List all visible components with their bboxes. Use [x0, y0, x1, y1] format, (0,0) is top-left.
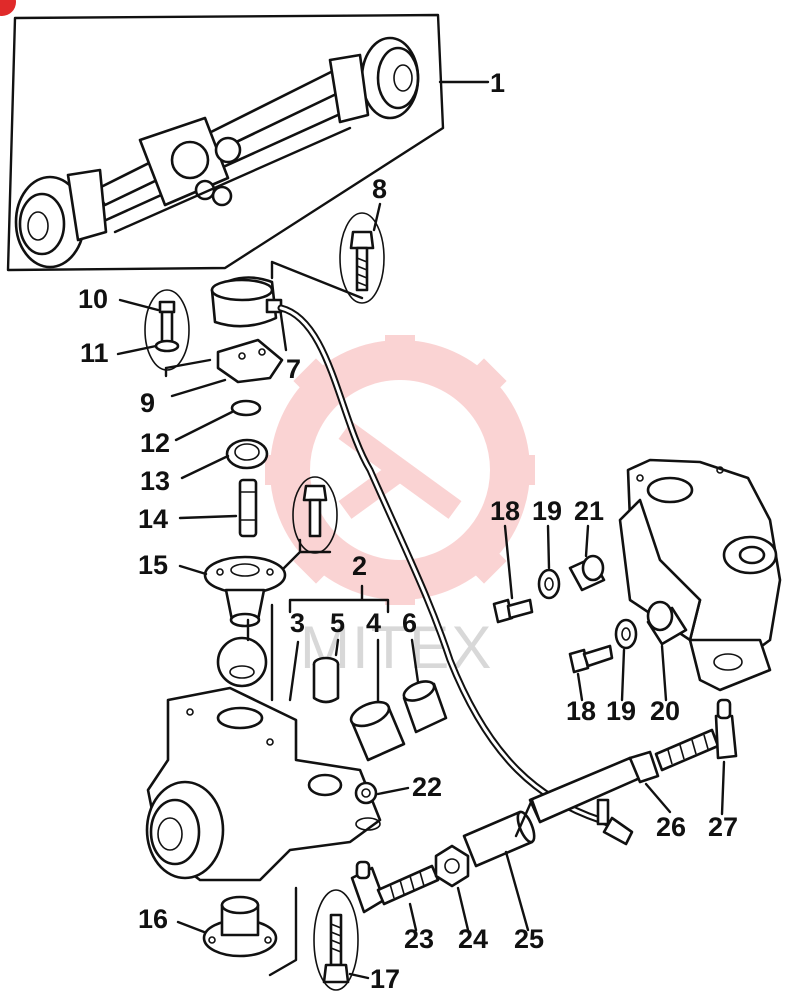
bushing-21	[568, 554, 606, 592]
rod-26	[528, 728, 720, 824]
label-3: 3	[290, 608, 305, 638]
label-17: 17	[370, 964, 400, 994]
label-1: 1	[490, 68, 505, 98]
label-4: 4	[366, 608, 381, 638]
label-6: 6	[402, 608, 417, 638]
label-27: 27	[708, 812, 738, 842]
tie-rod-end-23	[350, 860, 440, 914]
bushing-5	[312, 656, 340, 704]
bolt-18-lower	[568, 644, 614, 674]
watermark-gear-icon	[265, 335, 535, 605]
label-15: 15	[138, 550, 168, 580]
label-22: 22	[412, 772, 442, 802]
cap-9	[216, 338, 284, 384]
tube-25	[462, 810, 536, 868]
pin-14	[238, 478, 258, 538]
label-19-upper: 19	[532, 496, 562, 526]
axle-assembly	[6, 13, 445, 272]
corner-badge	[0, 0, 16, 16]
label-25: 25	[514, 924, 544, 954]
label-7: 7	[286, 354, 301, 384]
bolt-10	[144, 289, 190, 371]
bolt-8	[339, 212, 385, 304]
label-19-lower: 19	[606, 696, 636, 726]
bushing-20	[646, 600, 688, 646]
label-10: 10	[78, 284, 108, 314]
label-16: 16	[138, 904, 168, 934]
axle-outline-box	[6, 13, 445, 272]
washer-19-upper	[537, 568, 561, 600]
washer-19-lower	[614, 618, 638, 650]
label-24: 24	[458, 924, 488, 954]
nut-22	[354, 781, 378, 805]
pivot-bracket-7	[210, 276, 283, 328]
kingpin-lower-16	[202, 895, 278, 958]
label-21: 21	[574, 496, 604, 526]
ring-6	[402, 680, 448, 734]
ring-13	[225, 438, 269, 470]
label-9: 9	[140, 388, 155, 418]
nut-24	[434, 844, 470, 888]
bracket-2	[288, 584, 390, 614]
bolt-upper	[292, 476, 338, 554]
label-11: 11	[80, 338, 109, 368]
label-18-upper: 18	[490, 496, 520, 526]
label-12: 12	[140, 428, 170, 458]
label-8: 8	[372, 174, 387, 204]
label-18-lower: 18	[566, 696, 596, 726]
right-knuckle	[618, 458, 782, 692]
label-13: 13	[140, 466, 170, 496]
label-2: 2	[352, 551, 367, 581]
bolt-18-upper	[492, 598, 534, 624]
label-5: 5	[330, 608, 345, 638]
bolt-17	[313, 889, 359, 991]
label-26: 26	[656, 812, 686, 842]
label-14: 14	[138, 504, 168, 534]
steering-knuckle	[145, 686, 382, 882]
ball-joint	[216, 636, 268, 688]
kingpin-housing-15	[203, 555, 287, 628]
snap-ring-12	[230, 399, 262, 417]
tie-rod-end-27	[714, 698, 738, 760]
label-20: 20	[650, 696, 680, 726]
sleeve-4	[349, 700, 406, 762]
label-23: 23	[404, 924, 434, 954]
